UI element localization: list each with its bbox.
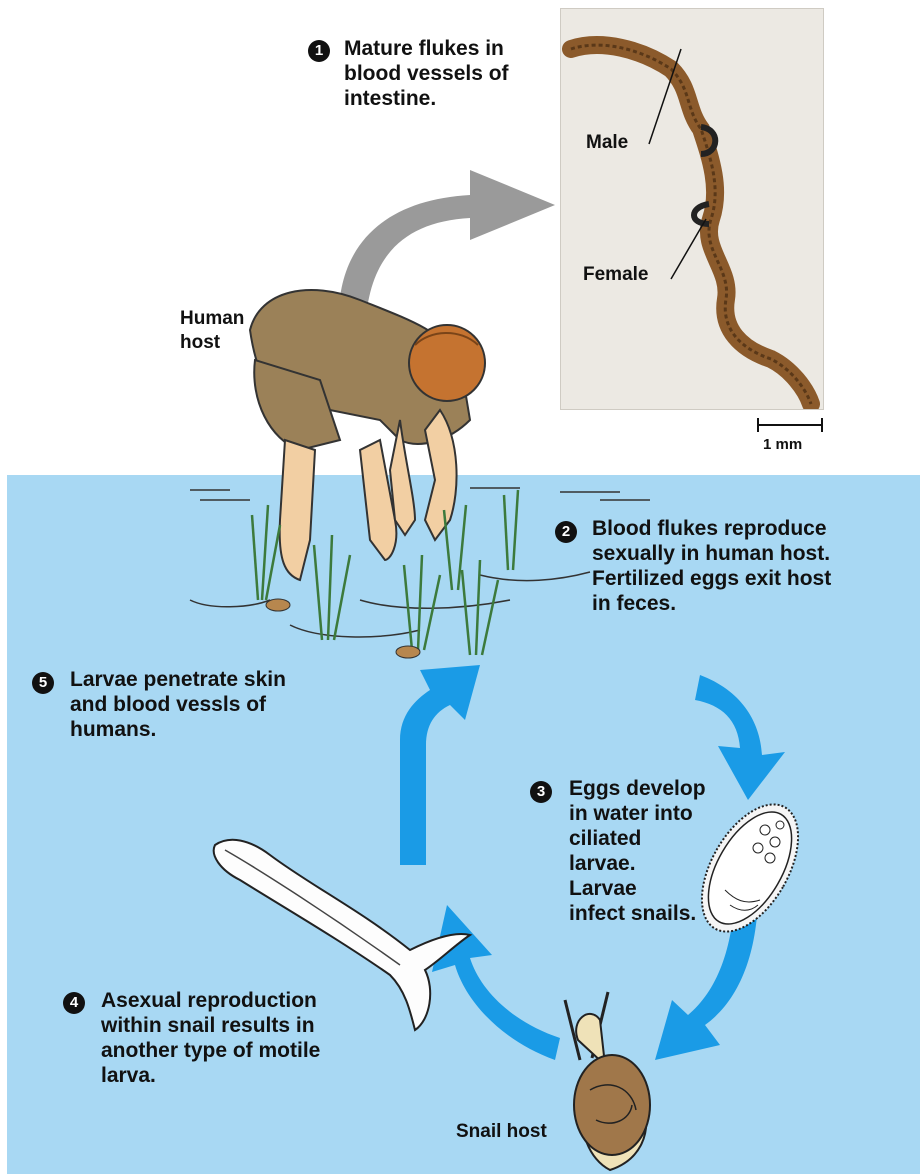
fluke-worm-illustration [561, 9, 823, 409]
step-1-badge: 1 [308, 40, 330, 62]
step-4-badge: 4 [63, 992, 85, 1014]
step-2-text: Blood flukes reproduce sexually in human… [592, 516, 831, 616]
male-label: Male [586, 131, 628, 155]
snail-host-label: Snail host [456, 1120, 547, 1144]
fluke-micrograph [560, 8, 824, 410]
step-3-text: Eggs develop in water into ciliated larv… [569, 776, 706, 926]
step-3-badge: 3 [530, 781, 552, 803]
female-label: Female [583, 263, 648, 287]
step-5-text: Larvae penetrate skin and blood vessls o… [70, 667, 286, 742]
scale-bar-label: 1 mm [763, 433, 802, 457]
human-host-label: Human host [180, 307, 244, 355]
step-2-badge: 2 [555, 521, 577, 543]
step-1-text: Mature flukes in blood vessels of intest… [344, 36, 509, 111]
step-4-text: Asexual reproduction within snail result… [101, 988, 320, 1088]
step-5-badge: 5 [32, 672, 54, 694]
